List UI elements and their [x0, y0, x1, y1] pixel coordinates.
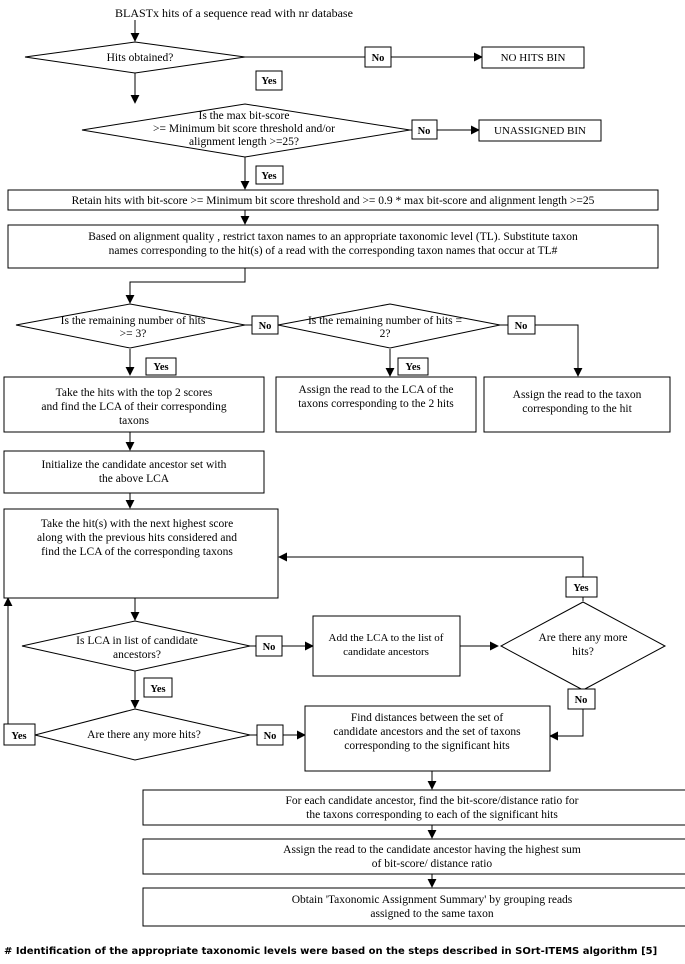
find-distances-text-line-1: Find distances between the set of	[351, 712, 504, 724]
no-hits-bin-text: NO HITS BIN	[501, 52, 566, 64]
top2-text-line-3: taxons	[119, 415, 150, 427]
decision-more-hits-right-text-line-2: hits?	[572, 646, 594, 658]
process-add-lca	[312, 615, 461, 677]
restrict-taxon-text-line-2: names corresponding to the hit(s) of a r…	[109, 245, 558, 257]
process-summary	[142, 887, 685, 927]
decision-lca-in-list-text-line-1: Is LCA in list of candidate	[76, 635, 198, 647]
label-box-no-lca	[255, 635, 283, 657]
decision-max-bitscore	[81, 103, 411, 158]
retain-hits-text: Retain hits with bit-score >= Minimum bi…	[72, 195, 595, 207]
label-yes: Yes	[150, 684, 165, 695]
label-box-yes-morehits	[565, 576, 598, 598]
arrow-no-to-assign-taxon	[535, 324, 583, 377]
process-assign-highest	[142, 838, 685, 875]
decision-remaining-eq2	[277, 303, 501, 349]
ratio-text-line-2: the taxons corresponding to each of the …	[306, 809, 558, 821]
decision-remaining-eq2-text-line-2: 2?	[380, 328, 391, 340]
decision-more-hits-left-text: Are there any more hits?	[87, 729, 201, 741]
assign-taxon-text-line-1: Assign the read to the taxon	[513, 389, 642, 401]
add-lca-text-line-2: candidate ancestors	[343, 646, 429, 658]
arrow-morehits-left-yes-to-nexthit	[3, 597, 35, 736]
decision-remaining-ge3-text-line-1: Is the remaining number of hits	[61, 315, 206, 327]
assign-lca2-text-line-1: Assign the read to the LCA of the	[299, 384, 454, 396]
label-yes: Yes	[11, 731, 26, 742]
add-lca-text-line-1: Add the LCA to the list of	[329, 632, 444, 644]
process-top2	[3, 376, 265, 433]
decision-remaining-ge3-text-line-2: >= 3?	[120, 328, 147, 340]
decision-more-hits-right-text-line-1: Are there any more	[538, 632, 627, 644]
label-box-no-morehits	[567, 688, 596, 710]
label-no: No	[263, 642, 276, 653]
assign-highest-text-line-2: of bit-score/ distance ratio	[372, 858, 493, 870]
footnote: # Identification of the appropriate taxo…	[4, 946, 658, 957]
label-box-no-morehits-left	[256, 724, 284, 746]
label-yes: Yes	[153, 362, 168, 373]
assign-lca2-text-line-2: taxons corresponding to the 2 hits	[298, 398, 454, 410]
process-find-distances	[304, 705, 551, 772]
process-restrict-taxon	[7, 224, 659, 269]
next-hit-text-line-1: Take the hit(s) with the next highest sc…	[41, 518, 233, 530]
label-box-yes-lca	[143, 677, 173, 698]
init-candidate-text-line-1: Initialize the candidate ancestor set wi…	[42, 459, 227, 471]
decision-lca-in-list-text-line-2: ancestors?	[113, 649, 161, 661]
label-box-no-bitscore	[411, 119, 438, 140]
label-no: No	[372, 53, 385, 64]
summary-text-line-2: assigned to the same taxon	[370, 908, 494, 920]
label-box-no-ge3	[251, 315, 279, 335]
shapes	[3, 41, 685, 927]
assign-taxon-text-line-2: corresponding to the hit	[522, 403, 632, 415]
label-box-no-eq2	[507, 315, 536, 335]
start-text: BLASTx hits of a sequence read with nr d…	[115, 6, 353, 20]
top2-text-line-1: Take the hits with the top 2 scores	[56, 387, 213, 399]
process-assign-taxon	[483, 376, 671, 433]
label-no: No	[515, 321, 528, 332]
label-box-no-hits	[364, 46, 392, 68]
label-yes: Yes	[261, 171, 276, 182]
label-yes: Yes	[261, 76, 276, 87]
process-unassigned-bin	[478, 119, 602, 142]
find-distances-text-line-3: corresponding to the significant hits	[344, 740, 510, 752]
decision-max-bitscore-text-line-2: >= Minimum bit score threshold and/or	[153, 123, 335, 135]
decision-more-hits-left	[34, 708, 251, 761]
label-no: No	[264, 731, 277, 742]
decision-remaining-eq2-text-line-1: Is the remaining number of hits =	[308, 315, 462, 327]
next-hit-text-line-2: along with the previous hits considered …	[37, 532, 237, 544]
process-ratio	[142, 789, 685, 826]
process-assign-lca2	[275, 376, 477, 433]
label-box-yes-ge3	[145, 357, 177, 376]
process-next-hit	[3, 508, 279, 599]
label-box-yes-morehits-left	[3, 723, 36, 746]
restrict-taxon-text-line-1: Based on alignment quality , restrict ta…	[88, 231, 578, 243]
label-box-yes-eq2	[397, 357, 429, 376]
arrow-morehits-yes-to-nexthit	[278, 552, 584, 601]
label-yes: Yes	[573, 583, 588, 594]
find-distances-text-line-2: candidate ancestors and the set of taxon…	[333, 726, 521, 738]
label-no: No	[259, 321, 272, 332]
decision-lca-in-list	[21, 620, 251, 672]
decision-max-bitscore-text-line-1: Is the max bit-score	[198, 110, 289, 122]
ratio-text-line-1: For each candidate ancestor, find the bi…	[286, 795, 579, 807]
decision-hits-obtained	[24, 41, 246, 74]
label-yes: Yes	[405, 362, 420, 373]
process-no-hits-bin	[481, 46, 585, 69]
label-no: No	[418, 126, 431, 137]
next-hit-text-line-3: find the LCA of the corresponding taxons	[41, 546, 233, 558]
decision-hits-obtained-text: Hits obtained?	[107, 52, 174, 64]
decision-max-bitscore-text-line-3: alignment length >=25?	[189, 136, 299, 148]
label-box-yes-bitscore	[255, 165, 284, 185]
process-init-candidate	[3, 450, 265, 494]
process-retain-hits	[7, 189, 659, 211]
assign-highest-text-line-1: Assign the read to the candidate ancesto…	[283, 844, 581, 856]
init-candidate-text-line-2: the above LCA	[99, 473, 170, 485]
summary-text-line-1: Obtain 'Taxonomic Assignment Summary' by…	[292, 894, 573, 906]
arrow-restrict-to-ge3	[125, 268, 246, 304]
top2-text-line-2: and find the LCA of their corresponding	[41, 401, 226, 413]
decision-remaining-ge3	[15, 303, 246, 349]
text-layer: BLASTx hits of a sequence read with nr d…	[11, 6, 641, 920]
label-box-yes-hits	[255, 70, 283, 91]
unassigned-bin-text: UNASSIGNED BIN	[494, 125, 586, 137]
label-no: No	[575, 695, 588, 706]
